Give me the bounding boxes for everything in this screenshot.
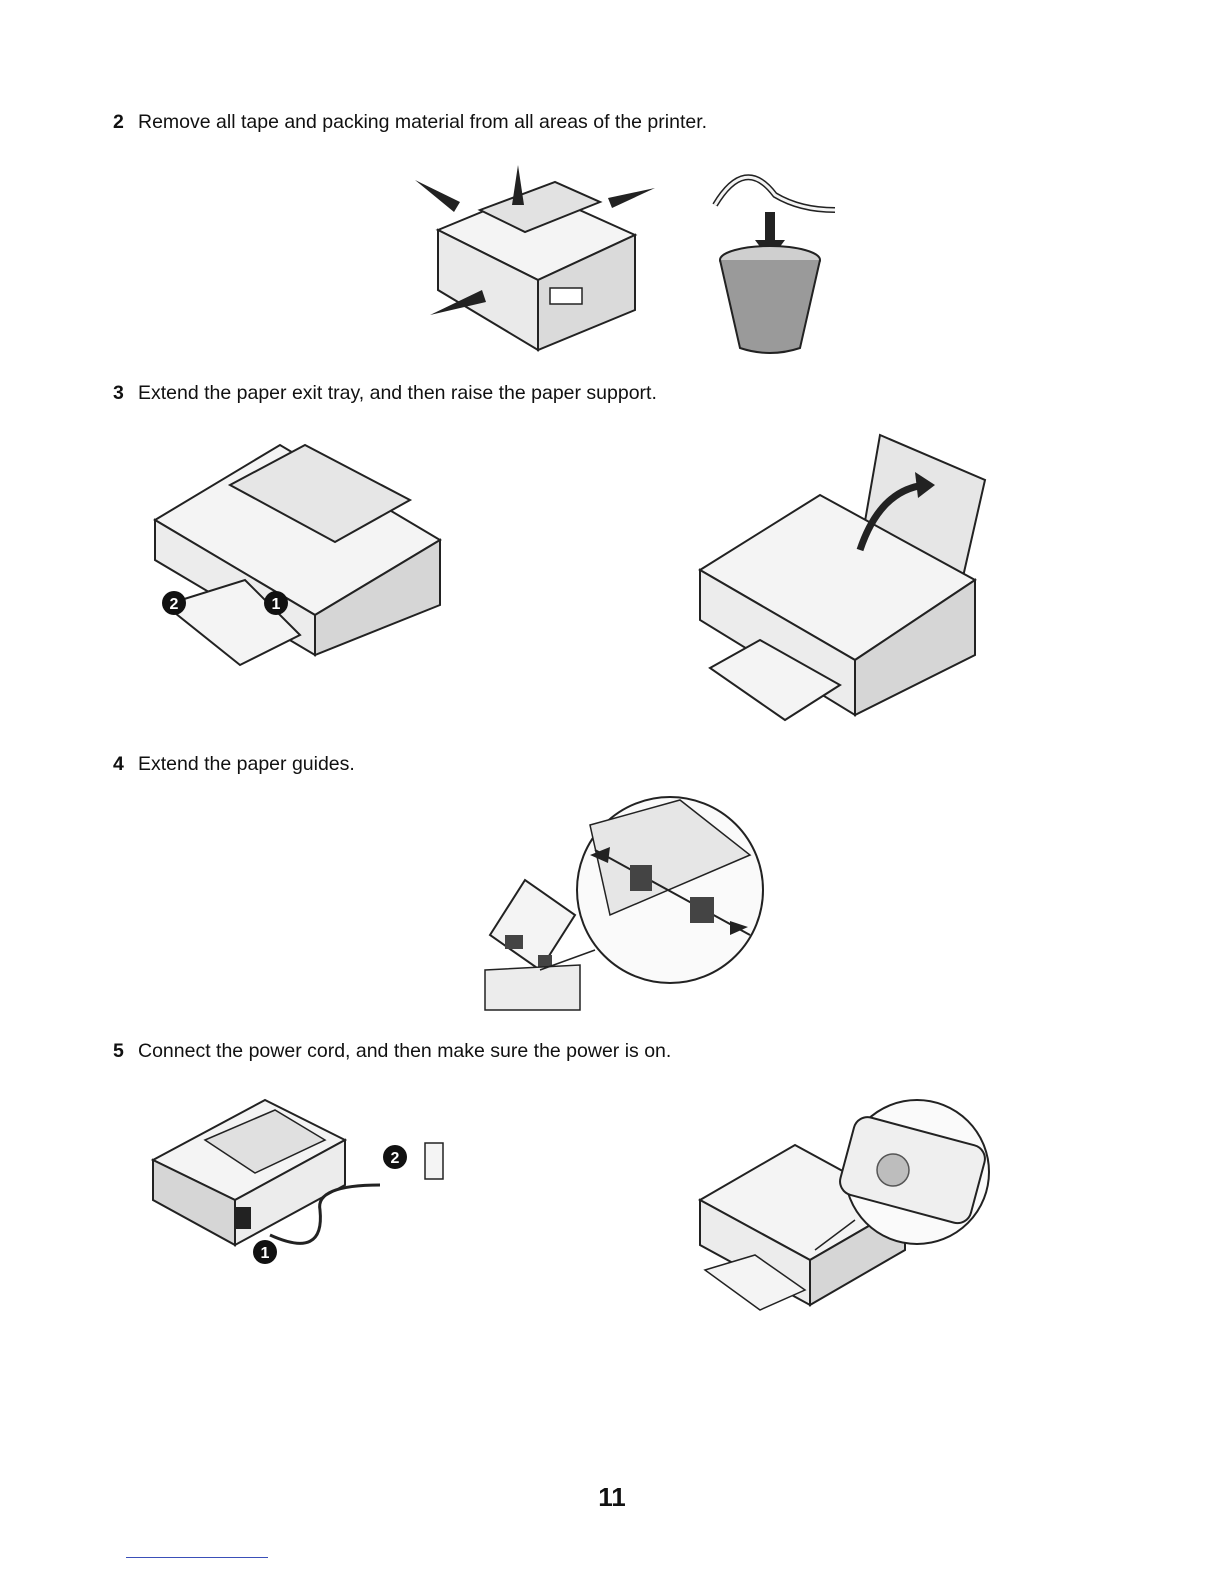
- step-number: 2: [113, 110, 138, 134]
- step-number: 3: [113, 381, 138, 405]
- callout-2-label: 2: [391, 1150, 400, 1167]
- step-text: Extend the paper exit tray, and then rai…: [138, 382, 657, 404]
- step-text: Remove all tape and packing material fro…: [138, 111, 707, 133]
- page-number: 11: [0, 1482, 1224, 1513]
- power-cord-illustration: 2 1: [145, 1085, 450, 1275]
- trash-can-illustration: [705, 160, 845, 360]
- printer-exit-tray-illustration: 2 1: [150, 430, 450, 675]
- step-text: Connect the power cord, and then make su…: [138, 1040, 671, 1062]
- paper-guides-illustration: [480, 795, 770, 1015]
- footer-rule: [126, 1557, 268, 1558]
- step-text: Extend the paper guides.: [138, 753, 355, 775]
- callout-1-label: 1: [272, 596, 281, 613]
- power-icon: [877, 1154, 909, 1186]
- printer-packing-illustration: [410, 160, 670, 365]
- step-number: 5: [113, 1039, 138, 1063]
- printer-paper-support-illustration: [690, 430, 990, 730]
- step-number: 4: [113, 752, 138, 776]
- callout-1-label: 1: [261, 1245, 270, 1262]
- power-button-illustration: [695, 1090, 990, 1315]
- callout-2-label: 2: [170, 596, 179, 613]
